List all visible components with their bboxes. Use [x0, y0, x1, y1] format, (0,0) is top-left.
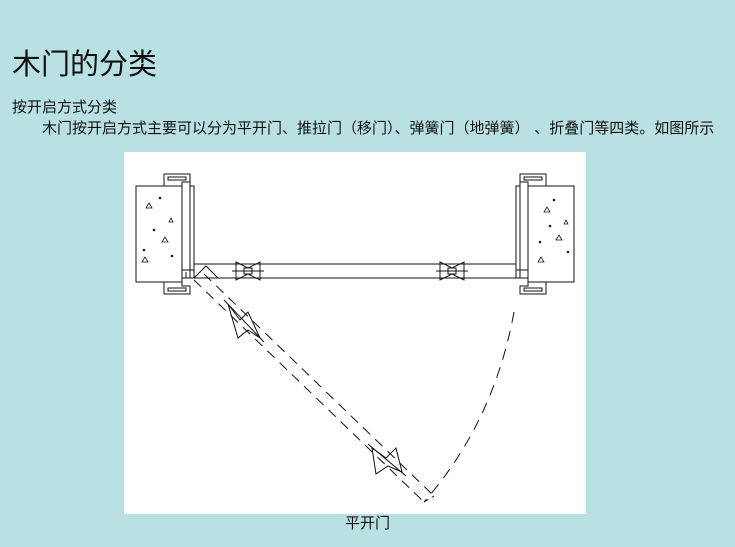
door-handle-open-upper: [223, 299, 265, 343]
section-subtitle: 按开启方式分类: [12, 98, 118, 116]
swing-door-figure: [124, 152, 586, 514]
door-handle-right: [436, 261, 468, 281]
open-door-leaf: [193, 273, 435, 503]
figure-caption: 平开门: [344, 514, 390, 532]
body-paragraph: 木门按开启方式主要可以分为平开门、推拉门（移门）、弹簧门（地弹簧） 、折叠门等四…: [42, 119, 715, 137]
swing-arc: [423, 311, 515, 503]
slide-title: 木门的分类: [12, 47, 158, 81]
door-handle-left: [232, 261, 264, 281]
door-handle-open-lower: [367, 443, 407, 477]
left-wall: [135, 185, 183, 283]
closed-door-leaf: [193, 263, 517, 279]
right-wall: [527, 185, 575, 283]
door-plan-drawing: [135, 173, 575, 503]
open-door-end: [423, 495, 435, 503]
left-frame: [163, 173, 195, 295]
right-frame: [515, 173, 547, 295]
